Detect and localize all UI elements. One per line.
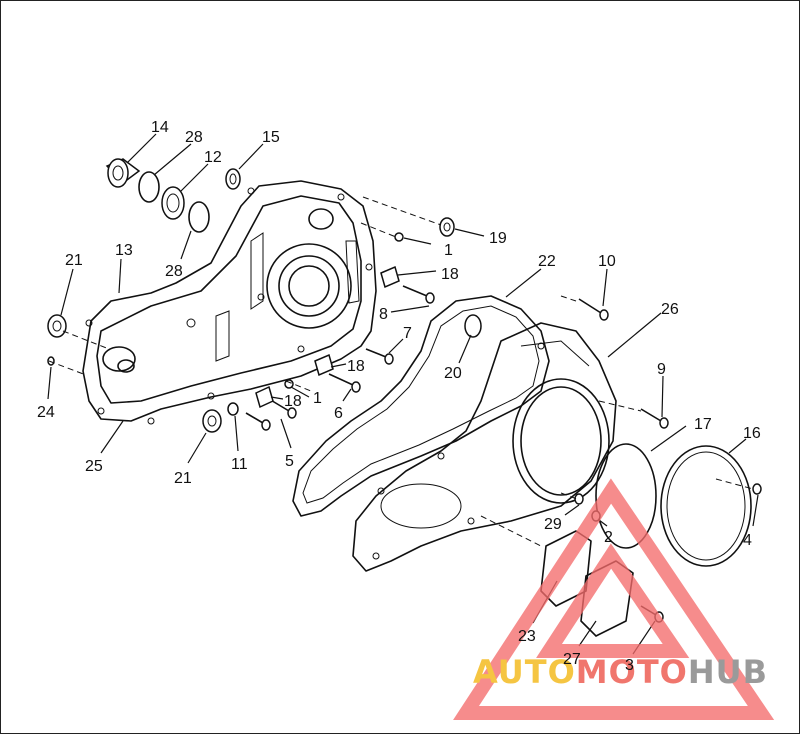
callout-1-upper: 1 <box>444 242 453 259</box>
callout-9: 9 <box>657 361 666 378</box>
callout-18-lower: 18 <box>284 393 302 410</box>
screw-4 <box>752 483 762 495</box>
callout-26: 26 <box>661 301 679 318</box>
watermark-auto: AUTO <box>473 653 576 691</box>
bearing-12 <box>161 186 185 220</box>
pin-24 <box>47 356 55 366</box>
callout-7: 7 <box>403 325 412 342</box>
bearing-14 <box>105 158 141 188</box>
callout-16: 16 <box>743 425 761 442</box>
screw-5a <box>245 412 271 431</box>
gasket <box>292 295 550 517</box>
callout-2: 2 <box>604 529 613 546</box>
screw-10 <box>578 298 609 321</box>
callout-labels: 14 28 12 15 19 1 18 22 10 21 13 28 26 8 … <box>37 119 761 674</box>
bushing-19 <box>439 217 455 237</box>
callout-21-lower: 21 <box>174 470 192 487</box>
callout-20: 20 <box>444 365 462 382</box>
callout-25: 25 <box>85 458 103 475</box>
screw-9 <box>640 408 669 429</box>
retaining-ring-28a <box>138 171 160 203</box>
seal-15 <box>225 168 241 190</box>
callout-15: 15 <box>262 129 280 146</box>
callout-29: 29 <box>544 516 562 533</box>
fitting-29 <box>574 493 584 505</box>
cable-clips-18 <box>255 265 400 409</box>
outer-primary-cover <box>352 322 617 572</box>
callout-13: 13 <box>115 242 133 259</box>
callout-24: 24 <box>37 404 55 421</box>
callout-4: 4 <box>743 532 752 549</box>
screw-6 <box>328 373 361 393</box>
callout-8: 8 <box>379 306 388 323</box>
watermark-triangle <box>453 478 775 720</box>
screw-7 <box>365 348 394 365</box>
svg-text:AUTOMOTOHUB: AUTOMOTOHUB <box>473 653 768 691</box>
washer-11 <box>227 402 239 416</box>
callout-23: 23 <box>518 628 536 645</box>
callout-28-lower: 28 <box>165 263 183 280</box>
callout-22: 22 <box>538 253 556 270</box>
callout-18-upper: 18 <box>441 266 459 283</box>
alignment-lines <box>48 196 754 547</box>
inner-primary-housing <box>82 180 377 425</box>
watermark-inner-mark <box>536 543 690 658</box>
dowel-pins-1 <box>284 232 404 389</box>
callout-1-lower: 1 <box>313 390 322 407</box>
callout-12: 12 <box>204 149 222 166</box>
callout-18-middle: 18 <box>347 358 365 375</box>
leader-lines <box>47 133 759 655</box>
callout-6: 6 <box>334 405 343 422</box>
watermark-logo: AUTOMOTOHUB <box>453 478 775 720</box>
callout-10: 10 <box>598 253 616 270</box>
screw-8 <box>402 285 435 304</box>
bushing-21b <box>202 409 222 433</box>
callout-14: 14 <box>151 119 169 136</box>
bushing-20 <box>464 314 482 338</box>
derby-cover <box>660 445 752 567</box>
callout-21-upper: 21 <box>65 252 83 269</box>
derby-cover-gasket <box>595 443 657 549</box>
bushing-21a <box>47 314 67 338</box>
screw-5b <box>268 398 297 419</box>
callout-28-upper: 28 <box>185 129 203 146</box>
callout-5: 5 <box>285 453 294 470</box>
callout-27: 27 <box>563 651 581 668</box>
callout-17: 17 <box>694 416 712 433</box>
retaining-ring-28b <box>188 201 210 233</box>
watermark-hub: HUB <box>688 653 768 691</box>
watermark-moto: MOTO <box>576 653 688 691</box>
callout-11: 11 <box>231 456 248 473</box>
callout-3: 3 <box>625 657 634 674</box>
callout-19: 19 <box>489 230 507 247</box>
